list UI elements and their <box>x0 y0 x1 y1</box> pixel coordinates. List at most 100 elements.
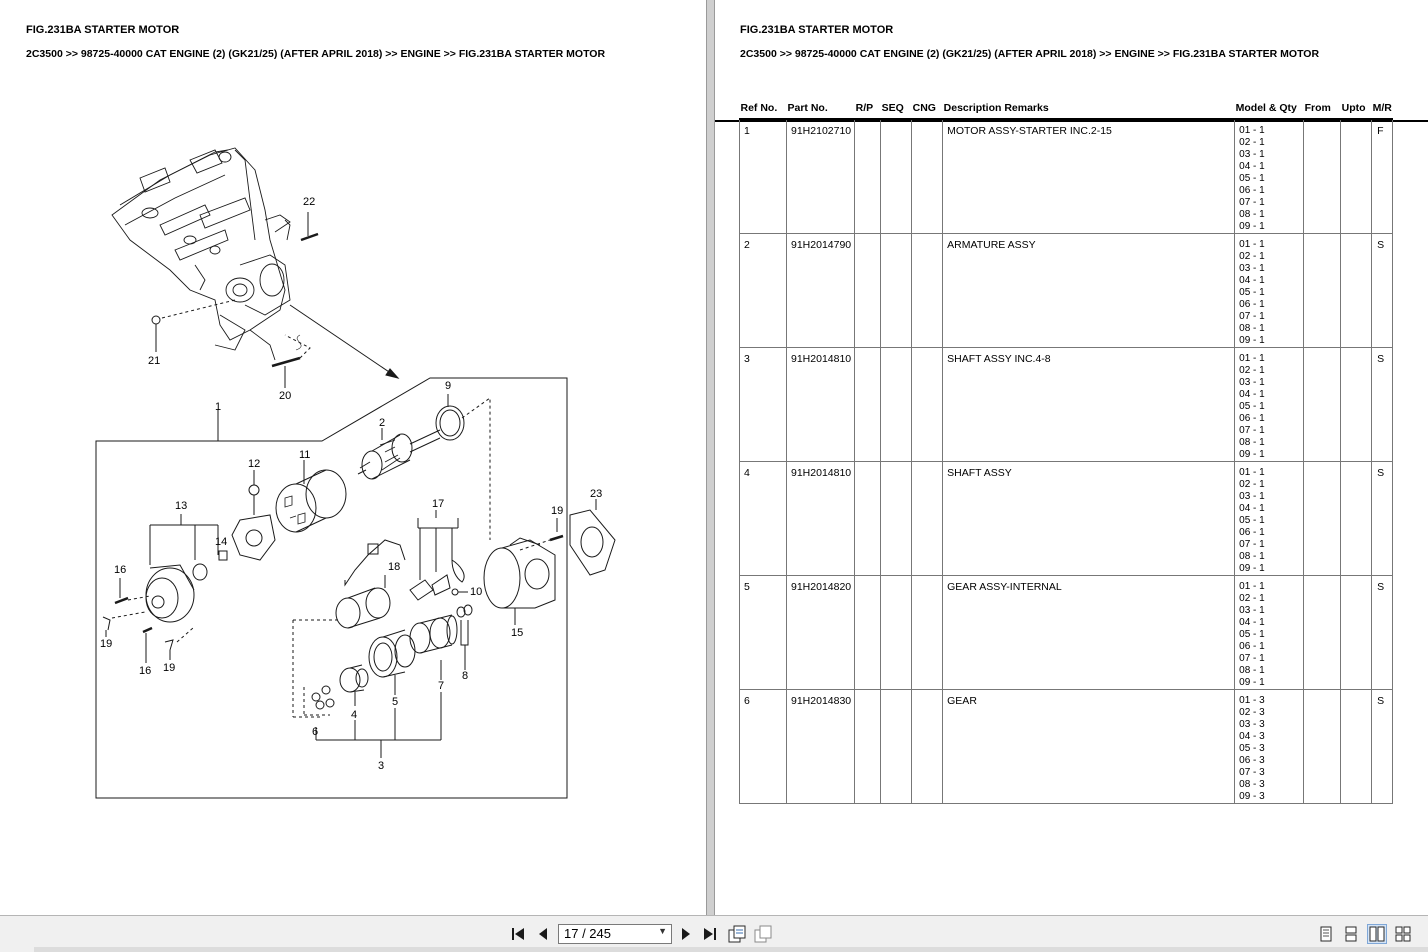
callout-label: 2 <box>379 417 386 429</box>
callout-label: 19 <box>551 505 564 517</box>
cell-ref: 4 <box>739 461 787 576</box>
qty-entry: 01 - 1 <box>1239 353 1265 364</box>
next-page-button[interactable] <box>676 924 696 944</box>
single-page-view-icon <box>1320 926 1332 942</box>
qty-entry: 03 - 1 <box>1239 491 1265 502</box>
yoke-drawing <box>275 460 347 533</box>
qty-entry: 02 - 1 <box>1239 137 1265 148</box>
qty-entry: 02 - 1 <box>1239 479 1265 490</box>
qty-entry: 04 - 3 <box>1239 731 1265 742</box>
continuous-view-button[interactable] <box>1341 924 1361 944</box>
qty-entry: 06 - 1 <box>1239 413 1265 424</box>
page-gutter <box>706 0 715 915</box>
two-page-continuous-view-icon <box>1395 926 1411 942</box>
qty-entry: 02 - 1 <box>1239 365 1265 376</box>
exploded-parts-diagram <box>95 147 616 799</box>
qty-entry: 04 - 1 <box>1239 389 1265 400</box>
end-frame-drawing <box>145 514 228 623</box>
two-page-continuous-view-button[interactable] <box>1393 924 1413 944</box>
two-page-view-button[interactable] <box>1367 924 1387 944</box>
callout-label: 5 <box>392 696 399 708</box>
cell-desc: SHAFT ASSY INC.4-8 <box>942 347 1236 462</box>
cell-rp <box>854 233 882 348</box>
qty-entry: 03 - 1 <box>1239 263 1265 274</box>
cell-upto <box>1340 347 1373 462</box>
fig-title: FIG.231BA STARTER MOTOR <box>740 24 894 36</box>
cell-cng <box>911 461 944 576</box>
copy-page-button[interactable] <box>727 924 747 944</box>
cell-from <box>1303 119 1342 234</box>
cell-from <box>1303 233 1342 348</box>
callout-label: 23 <box>590 488 603 500</box>
prev-page-button[interactable] <box>533 924 553 944</box>
cell-part: 91H2014820 <box>785 575 856 690</box>
qty-entry: 05 - 1 <box>1239 287 1265 298</box>
qty-entry: 09 - 1 <box>1239 563 1265 574</box>
callout-label: 18 <box>388 561 401 573</box>
cell-from <box>1303 461 1342 576</box>
first-page-button[interactable] <box>508 924 528 944</box>
col-header-mr: M/R <box>1372 102 1392 114</box>
callout-label: 19 <box>100 638 113 650</box>
callout-label: 20 <box>279 390 292 402</box>
cell-part: 91H2014810 <box>785 347 856 462</box>
armature-drawing <box>357 428 441 480</box>
qty-entry: 08 - 1 <box>1239 665 1265 676</box>
qty-entry: 04 - 1 <box>1239 503 1265 514</box>
cell-rp <box>854 119 882 234</box>
qty-entry: 01 - 3 <box>1239 695 1265 706</box>
cell-mr: S <box>1371 575 1394 690</box>
qty-entry: 07 - 1 <box>1239 197 1265 208</box>
col-header-from: From <box>1304 102 1331 114</box>
ring-drawing <box>435 394 491 540</box>
clutch-drawing <box>409 510 468 601</box>
cell-cng <box>911 575 944 690</box>
cell-mr: F <box>1371 119 1394 234</box>
qty-entry: 03 - 1 <box>1239 377 1265 388</box>
cell-cng <box>911 119 944 234</box>
engine-block-drawing <box>111 147 291 361</box>
qty-entry: 01 - 1 <box>1239 467 1265 478</box>
next-page-icon <box>682 928 690 940</box>
cell-cng <box>911 347 944 462</box>
last-page-button[interactable] <box>700 924 720 944</box>
chevron-down-icon[interactable]: ▼ <box>658 926 667 936</box>
qty-entry: 08 - 1 <box>1239 323 1265 334</box>
cell-rp <box>854 575 882 690</box>
callout-label: 10 <box>470 586 483 598</box>
qty-entry: 09 - 1 <box>1239 677 1265 688</box>
col-header-cng: CNG <box>912 102 936 114</box>
cell-ref: 3 <box>739 347 787 462</box>
qty-entry: 06 - 1 <box>1239 641 1265 652</box>
parts-table: Ref No. Part No. R/P SEQ CNG Description… <box>739 97 1394 804</box>
qty-entry: 07 - 1 <box>1239 425 1265 436</box>
cell-seq <box>880 689 913 804</box>
qty-entry: 06 - 1 <box>1239 185 1265 196</box>
qty-entry: 09 - 1 <box>1239 449 1265 460</box>
cell-ref: 5 <box>739 575 787 690</box>
cell-from <box>1303 347 1342 462</box>
brush-holder-drawing <box>231 470 276 561</box>
page-number-input[interactable]: 17 / 245 ▼ <box>558 924 672 944</box>
col-header-upto: Upto <box>1341 102 1366 114</box>
first-page-icon <box>512 928 524 940</box>
right-page: FIG.231BA STARTER MOTOR 2C3500 >> 98725-… <box>715 0 1428 915</box>
paste-page-button[interactable] <box>753 924 773 944</box>
breadcrumb: 2C3500 >> 98725-40000 CAT ENGINE (2) (GK… <box>26 48 606 60</box>
cell-seq <box>880 575 913 690</box>
qty-entry: 07 - 1 <box>1239 539 1265 550</box>
qty-entry: 05 - 1 <box>1239 401 1265 412</box>
horizontal-scrollbar[interactable] <box>34 947 1428 952</box>
cell-seq <box>880 347 913 462</box>
cell-part: 91H2014790 <box>785 233 856 348</box>
single-page-view-button[interactable] <box>1316 924 1336 944</box>
